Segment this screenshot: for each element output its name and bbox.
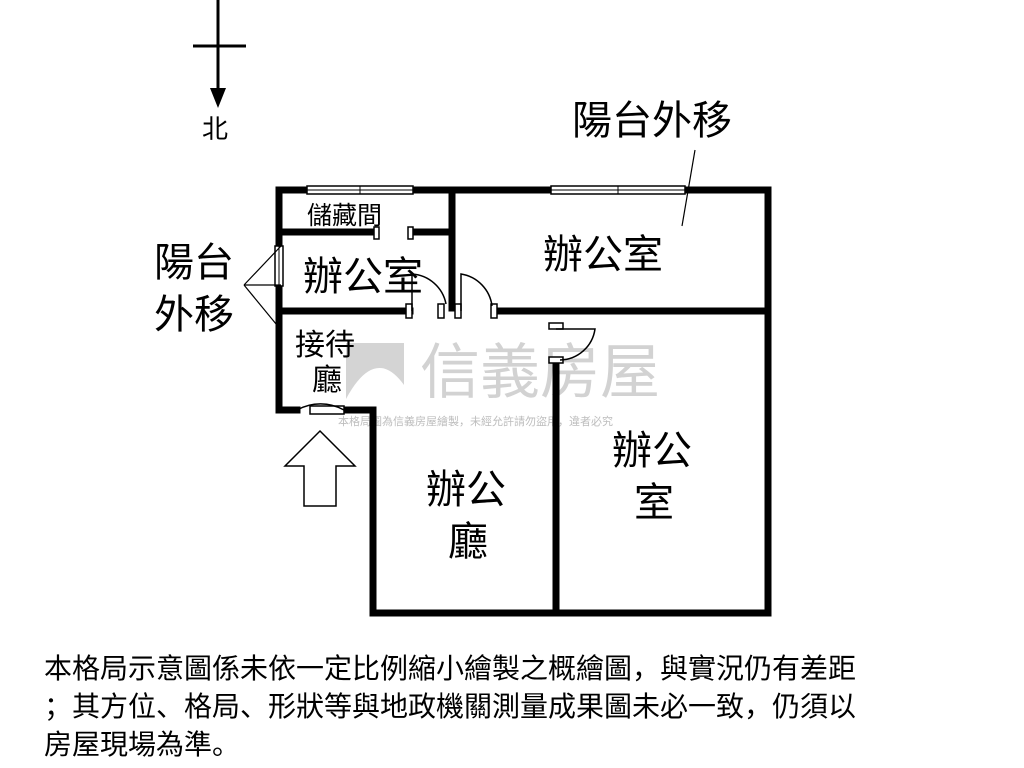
annotation-balcony-top: 陽台外移 — [572, 98, 732, 144]
room-label-office-small: 辦公室 — [303, 254, 423, 300]
room-label-office-right-line2: 室 — [634, 480, 674, 526]
room-label-reception-line2: 廳 — [312, 363, 342, 398]
room-label-storage: 儲藏間 — [307, 201, 382, 230]
room-label-reception-line1: 接待 — [295, 328, 355, 363]
windows — [274, 185, 686, 415]
room-label-office-hall-line2: 廳 — [448, 519, 488, 565]
walls — [275, 186, 772, 617]
disclaimer: 本格局示意圖係未依一定比例縮小繪製之概繪圖，與實況仍有差距 ；其方位、格局、形狀… — [44, 650, 1004, 764]
entrance-arrow-icon — [283, 429, 357, 507]
watermark-notice: 本格局圖為信義房屋繪製，未經允許請勿盜用，違者必究 — [338, 414, 613, 428]
disclaimer-line2: ；其方位、格局、形狀等與地政機關測量成果圖未必一致，仍須以 — [44, 690, 857, 723]
watermark-logo-icon — [346, 343, 404, 399]
annotation-balcony-left-line2: 外移 — [154, 292, 234, 338]
annotation-balcony-left-line1: 陽台 — [154, 240, 234, 286]
room-label-office-right-line1: 辦公 — [612, 428, 692, 474]
north-arrow-icon — [193, 0, 246, 108]
doors — [296, 226, 596, 411]
room-label-office-top: 辦公室 — [543, 232, 663, 278]
watermark-brand: 信義房屋 — [420, 338, 660, 408]
compass-label: 北 — [202, 115, 228, 145]
disclaimer-line3: 房屋現場為準。 — [44, 728, 241, 761]
disclaimer-line1: 本格局示意圖係未依一定比例縮小繪製之概繪圖，與實況仍有差距 — [44, 652, 857, 685]
leader-lines — [243, 149, 696, 331]
watermark: 信義房屋 本格局圖為信義房屋繪製，未經允許請勿盜用，違者必究 — [338, 338, 660, 428]
room-label-office-hall-line1: 辦公 — [426, 467, 506, 513]
